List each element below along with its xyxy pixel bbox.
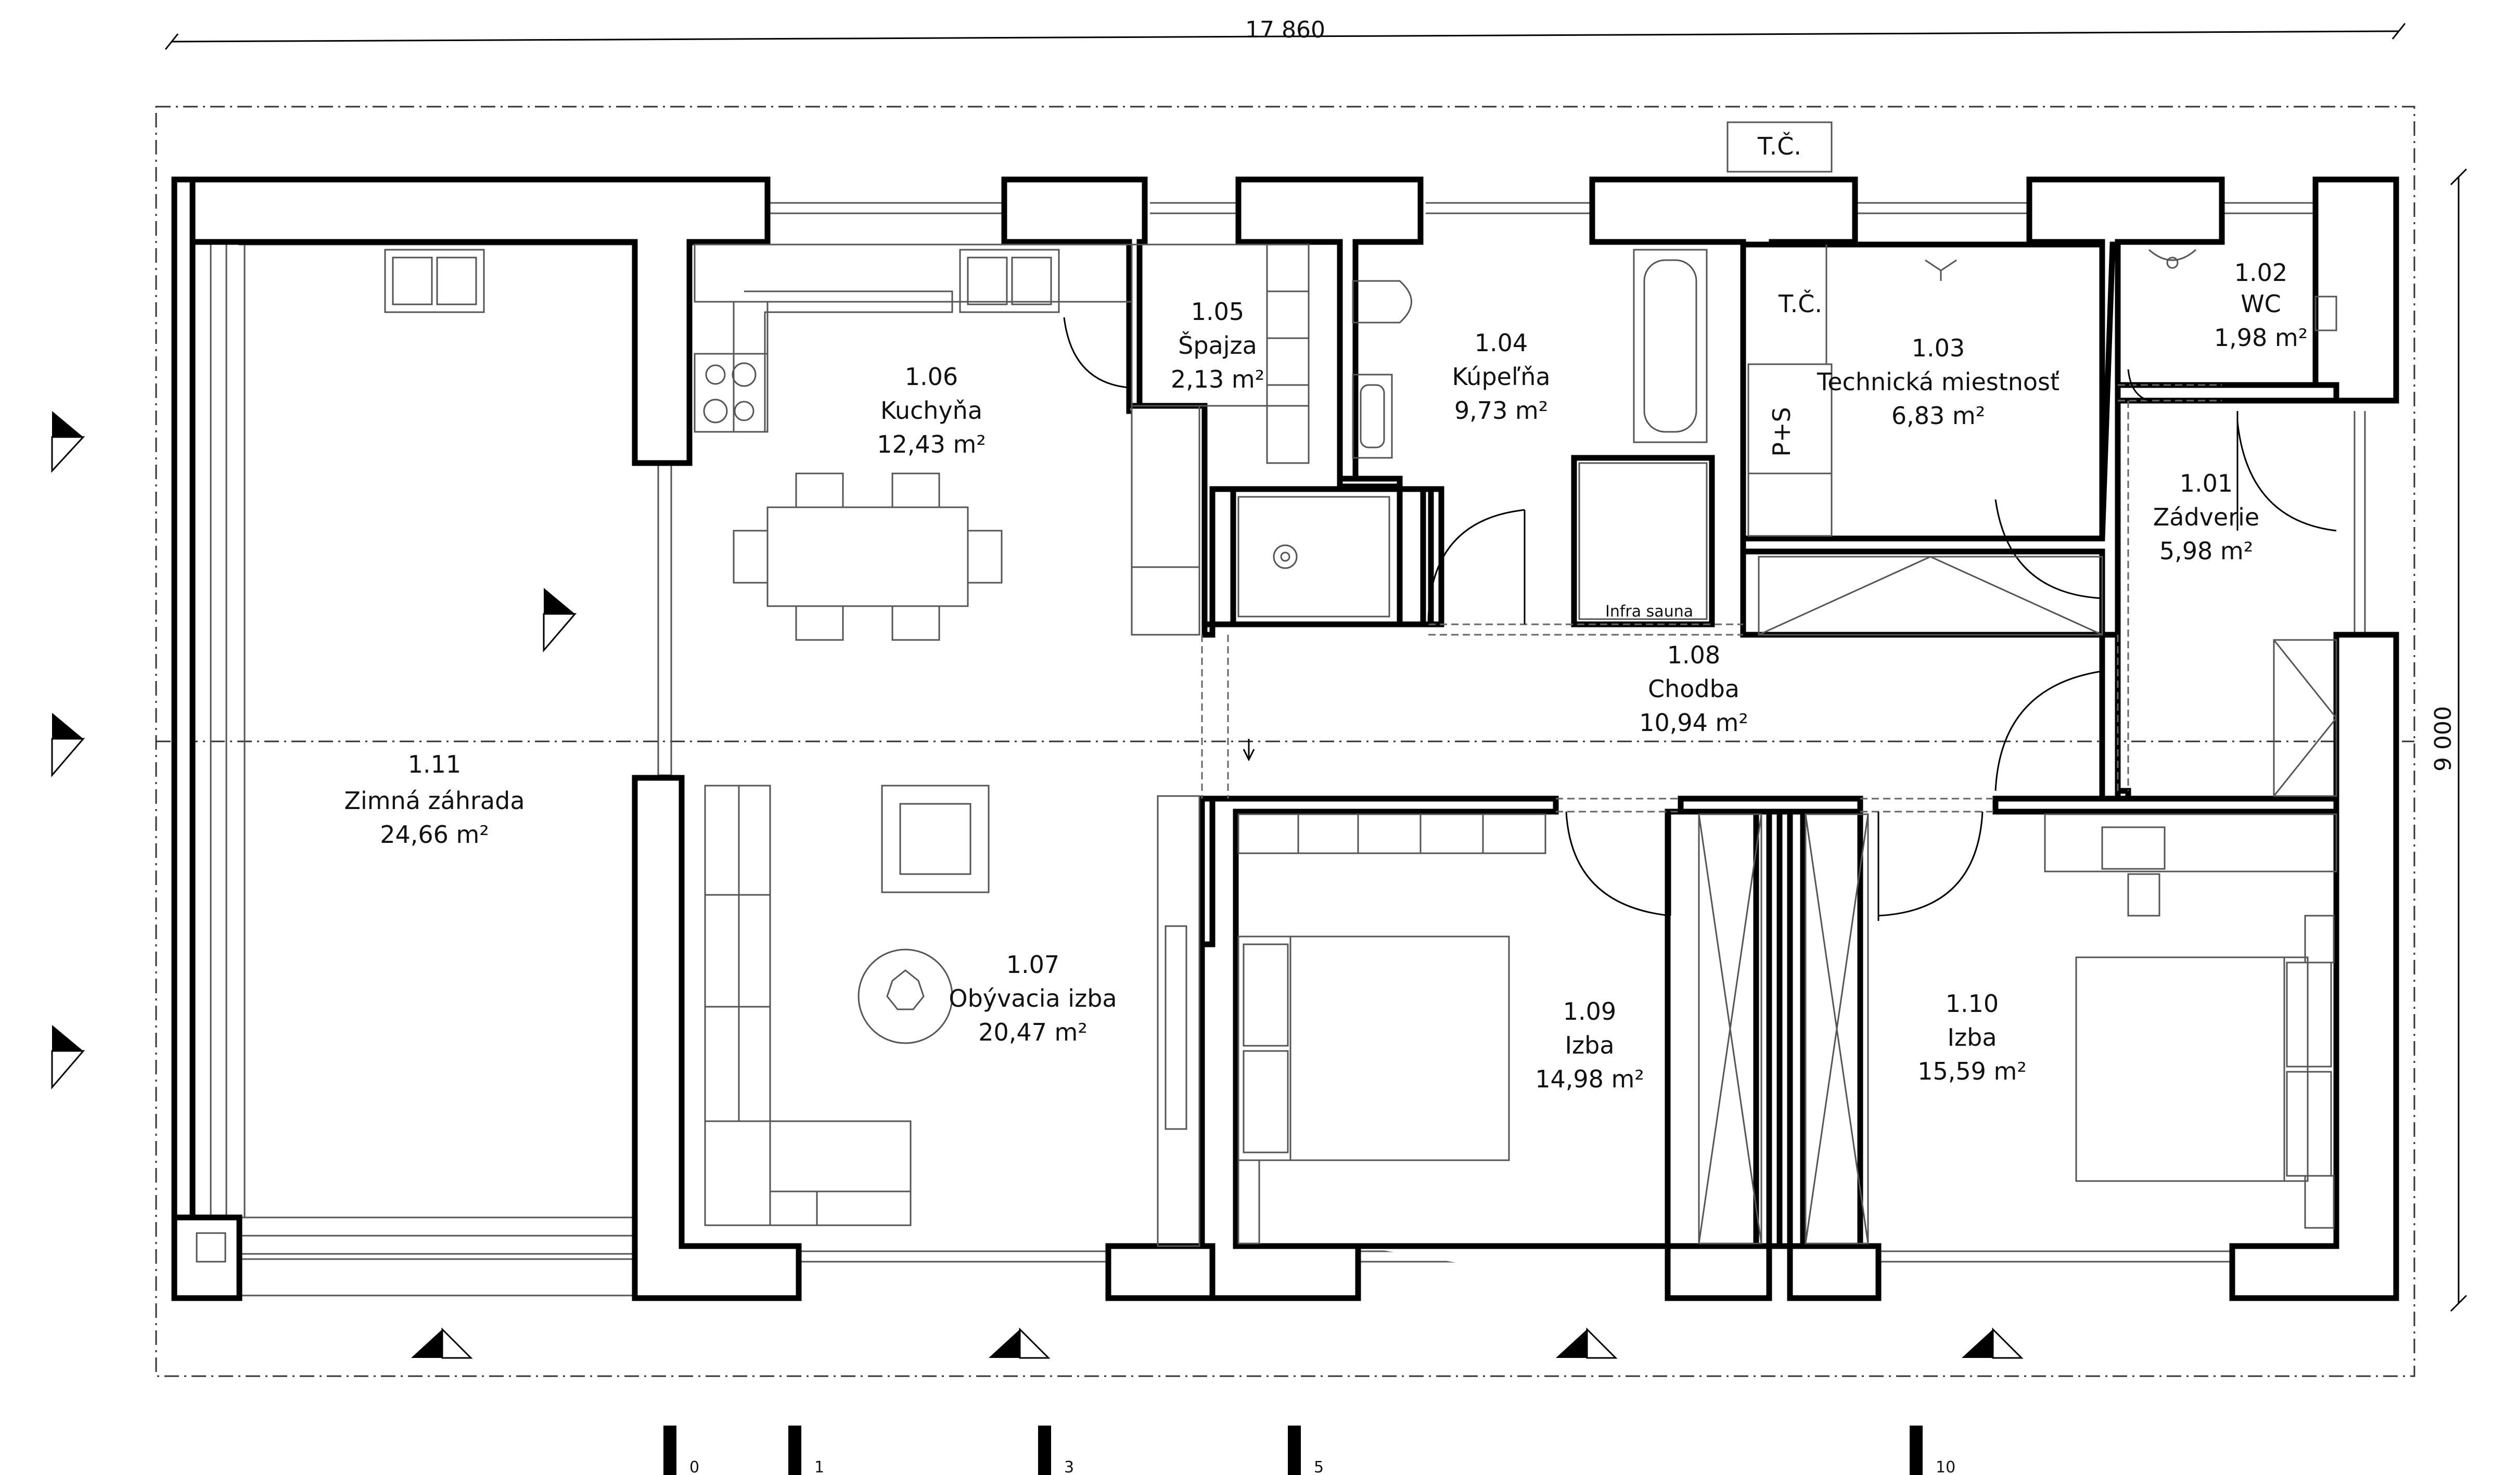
room-labels: 1.01 Zádverie 5,98 m² 1.02 WC 1,98 m² 1.… (344, 259, 2308, 1093)
room-1-06: 1.06 Kuchyňa 12,43 m² (877, 363, 986, 458)
svg-text:Zádverie: Zádverie (2153, 503, 2259, 531)
svg-text:10: 10 (1936, 1458, 1955, 1475)
facade-glazing (767, 202, 2366, 1263)
room-1-05: 1.05 Špajza 2,13 m² (1171, 298, 1264, 393)
sauna-label: Infra sauna (1605, 602, 1693, 621)
room-1-07: 1.07 Obývacia izba 20,47 m² (949, 951, 1117, 1046)
svg-text:1.10: 1.10 (1946, 990, 1999, 1018)
svg-text:Kuchyňa: Kuchyňa (880, 396, 982, 425)
boiler-label: P+S (1768, 407, 1796, 456)
svg-text:1: 1 (814, 1458, 824, 1475)
room-1-11: 1.11 Zimná záhrada 24,66 m² (344, 750, 525, 849)
svg-text:3: 3 (1064, 1458, 1074, 1475)
wardrobes (1698, 556, 2337, 1245)
svg-text:1.03: 1.03 (1912, 334, 1965, 362)
dimension-height-label: 9 000 (2430, 706, 2457, 772)
bedroom-110-furniture (2044, 813, 2337, 1229)
svg-text:6,83 m²: 6,83 m² (1891, 402, 1985, 430)
dimension-width: 17 860 (164, 17, 2406, 50)
scale-bar: 0 1 3 5 10 (663, 1426, 1955, 1475)
room-1-09: 1.09 Izba 14,98 m² (1535, 997, 1644, 1093)
svg-text:Zimná záhrada: Zimná záhrada (344, 787, 525, 815)
svg-text:1.05: 1.05 (1191, 298, 1244, 326)
technical-room (1747, 245, 1957, 537)
svg-text:20,47 m²: 20,47 m² (978, 1018, 1088, 1046)
svg-text:Špajza: Špajza (1178, 331, 1257, 360)
kitchen-furniture (384, 243, 1133, 641)
svg-text:1.09: 1.09 (1563, 997, 1616, 1025)
svg-text:Izba: Izba (1947, 1023, 1997, 1051)
room-1-08: 1.08 Chodba 10,94 m² (1639, 641, 1748, 737)
pantry-shelves (1131, 243, 1310, 636)
openings (1201, 384, 2222, 813)
living-furniture (704, 785, 1200, 1247)
svg-text:1.08: 1.08 (1667, 641, 1720, 669)
svg-text:10,94 m²: 10,94 m² (1639, 709, 1748, 737)
svg-text:1.07: 1.07 (1006, 951, 1059, 979)
walls (171, 176, 2399, 1301)
heat-pump-indoor-label: T.Č. (1778, 289, 1822, 318)
heat-pump-outdoor-label: T.Č. (1757, 132, 1801, 160)
svg-text:1.04: 1.04 (1475, 329, 1528, 357)
bathroom-fixtures (1237, 249, 1708, 620)
svg-text:15,59 m²: 15,59 m² (1917, 1057, 2027, 1085)
svg-text:WC: WC (2241, 290, 2281, 318)
svg-text:14,98 m²: 14,98 m² (1535, 1065, 1644, 1093)
room-1-01: 1.01 Zádverie 5,98 m² (2153, 469, 2259, 565)
wc-fixtures (2148, 249, 2337, 331)
svg-text:24,66 m²: 24,66 m² (380, 820, 489, 849)
svg-text:1.11: 1.11 (408, 750, 461, 778)
svg-text:1.02: 1.02 (2234, 259, 2287, 287)
room-1-10: 1.10 Izba 15,59 m² (1917, 990, 2027, 1085)
room-1-02: 1.02 WC 1,98 m² (2214, 259, 2308, 352)
svg-text:1,98 m²: 1,98 m² (2214, 324, 2308, 352)
svg-text:5: 5 (1314, 1458, 1324, 1475)
doors (1063, 317, 2337, 921)
section-markers (51, 411, 2024, 1359)
bedroom-109-furniture (1237, 813, 1546, 1245)
dimension-height: 9 000 (2430, 168, 2467, 1312)
svg-text:1.01: 1.01 (2180, 469, 2233, 497)
svg-text:1.06: 1.06 (905, 363, 958, 391)
room-1-04: 1.04 Kúpeľňa 9,73 m² (1452, 329, 1550, 425)
svg-text:12,43 m²: 12,43 m² (877, 430, 986, 458)
svg-text:9,73 m²: 9,73 m² (1454, 396, 1548, 425)
svg-text:Obývacia izba: Obývacia izba (949, 984, 1117, 1012)
svg-text:2,13 m²: 2,13 m² (1171, 365, 1264, 393)
svg-text:5,98 m²: 5,98 m² (2159, 537, 2253, 565)
svg-text:0: 0 (689, 1458, 699, 1475)
heat-pump-unit (1726, 121, 1833, 173)
svg-text:Izba: Izba (1565, 1031, 1614, 1059)
svg-text:Chodba: Chodba (1648, 675, 1739, 703)
dimension-width-label: 17 860 (1245, 17, 1325, 43)
svg-text:Kúpeľňa: Kúpeľňa (1452, 363, 1550, 391)
svg-text:Technická miestnosť: Technická miestnosť (1817, 368, 2060, 396)
room-1-03: 1.03 Technická miestnosť 6,83 m² (1817, 334, 2060, 430)
